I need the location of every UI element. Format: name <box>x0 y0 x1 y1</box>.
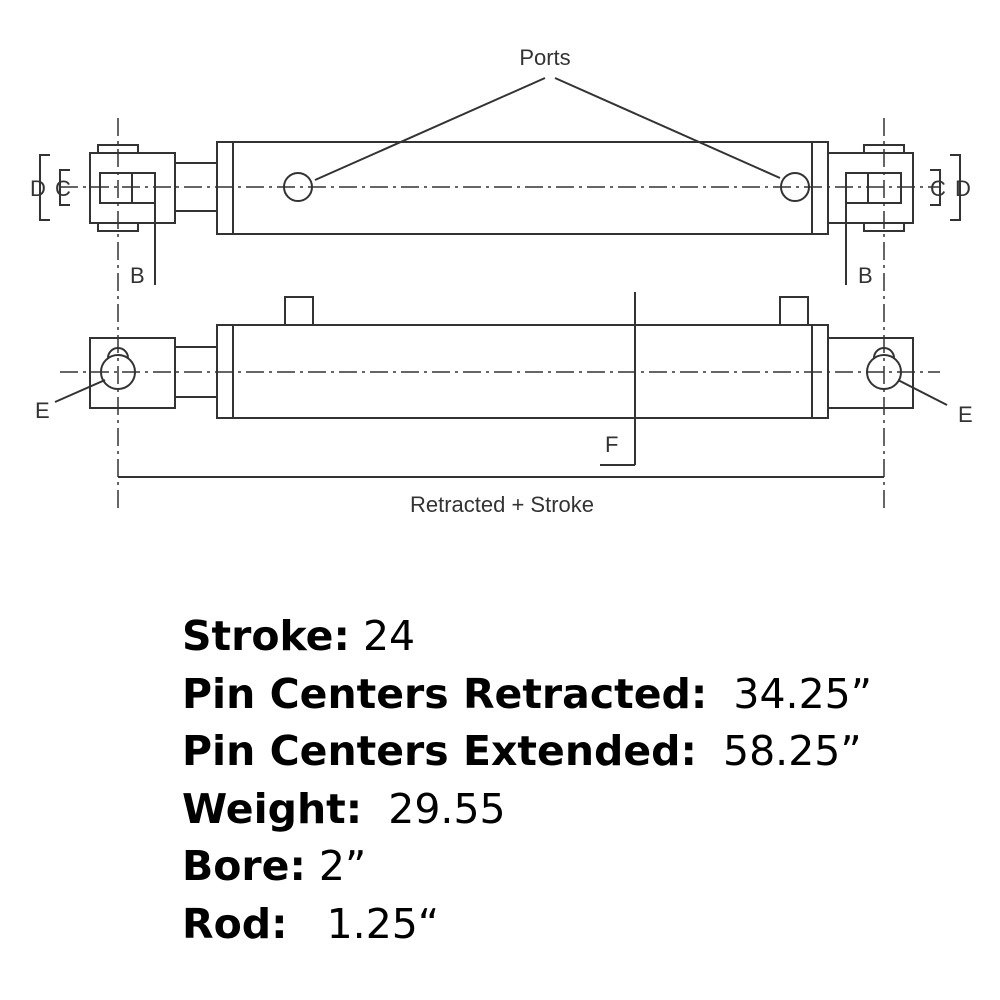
spec-label: Pin Centers Extended: <box>182 727 697 775</box>
spec-value: 34.25” <box>733 669 872 718</box>
spec-weight: Weight: 29.55 <box>182 781 872 839</box>
overall-label: Retracted + Stroke <box>410 492 594 517</box>
dim-e-right: E <box>958 402 973 427</box>
spec-value: 58.25” <box>722 727 862 775</box>
spec-label: Weight: <box>182 784 363 833</box>
side-view: E E F Retracted + Stroke <box>35 292 973 517</box>
port-boss-left <box>284 296 314 326</box>
spec-rod: Rod: 1.25“ <box>182 896 872 954</box>
ports-label: Ports <box>519 45 570 70</box>
dim-b-left: B <box>130 263 145 288</box>
spec-value: 24 <box>362 612 416 660</box>
cylinder-drawing: Ports D C C D B B E E F Retracted + Stro… <box>30 45 973 517</box>
dim-c-left: C <box>55 176 71 201</box>
spec-value: 1.25“ <box>326 899 440 948</box>
spec-stroke: Stroke: 24 <box>182 608 872 666</box>
spec-label: Bore: <box>182 842 306 890</box>
top-view: Ports D C C D B B <box>30 45 971 288</box>
spec-label: Pin Centers Retracted: <box>182 669 708 718</box>
spec-value: 2” <box>318 842 367 890</box>
cylinder-barrel <box>216 141 829 235</box>
spec-label: Rod: <box>182 899 288 948</box>
dim-d-left: D <box>30 176 46 201</box>
dim-d-right: D <box>955 176 971 201</box>
dim-c-right: C <box>930 176 946 201</box>
spec-pin-centers-extended: Pin Centers Extended: 58.25” <box>182 723 872 781</box>
spec-value: 29.55 <box>388 784 506 833</box>
spec-bore: Bore: 2” <box>182 838 872 896</box>
spec-pin-centers-retracted: Pin Centers Retracted: 34.25” <box>182 666 872 724</box>
port-boss-right <box>779 296 809 326</box>
dim-e-left: E <box>35 398 50 423</box>
dim-f: F <box>605 432 618 457</box>
dim-b-right: B <box>858 263 873 288</box>
spec-list: Stroke: 24 Pin Centers Retracted: 34.25”… <box>182 608 872 953</box>
spec-label: Stroke: <box>182 612 350 660</box>
